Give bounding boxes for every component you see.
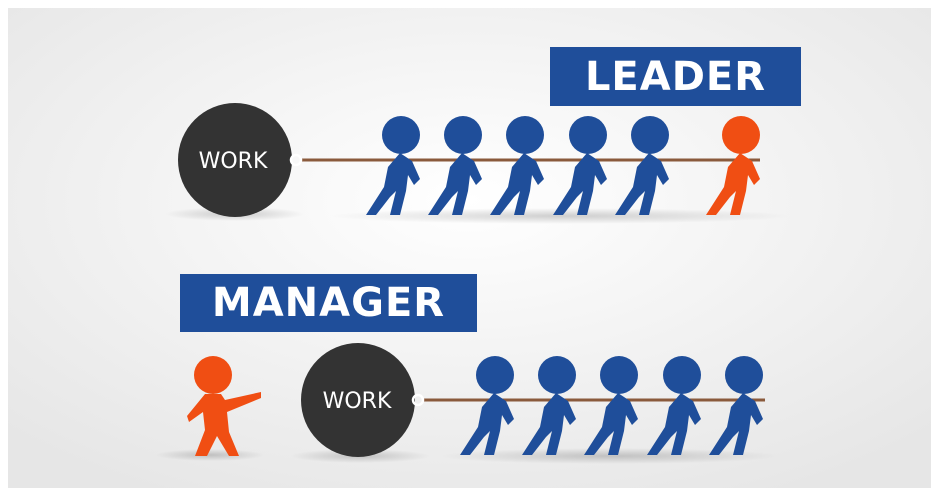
manager-banner-bg [180,274,477,332]
team-shadow-top [330,208,790,224]
worker-figure-2 [522,356,576,455]
work-label-manager: WORK [322,388,392,414]
follower-figure-4 [553,116,607,215]
people-layer [187,116,763,456]
leader-figure [706,116,760,215]
follower-figure-5 [615,116,669,215]
work-weight-bottom [301,343,415,457]
follower-figure-1 [366,116,420,215]
leader-banner-bg [550,47,801,106]
leader-banner: LEADER [584,53,767,100]
worker-figure-3 [584,356,638,455]
weight-ring-bottom [411,393,425,407]
work-label-leader: WORK [198,148,268,174]
manager-banner: MANAGER [211,280,446,326]
follower-figure-2 [428,116,482,215]
worker-figure-1 [460,356,514,455]
worker-figure-4 [647,356,701,455]
work-weight-top [178,103,292,217]
worker-figure-5 [709,356,763,455]
manager-shadow [155,449,265,461]
follower-figure-3 [490,116,544,215]
manager-figure [187,356,261,456]
weight-ring-top [289,153,303,167]
